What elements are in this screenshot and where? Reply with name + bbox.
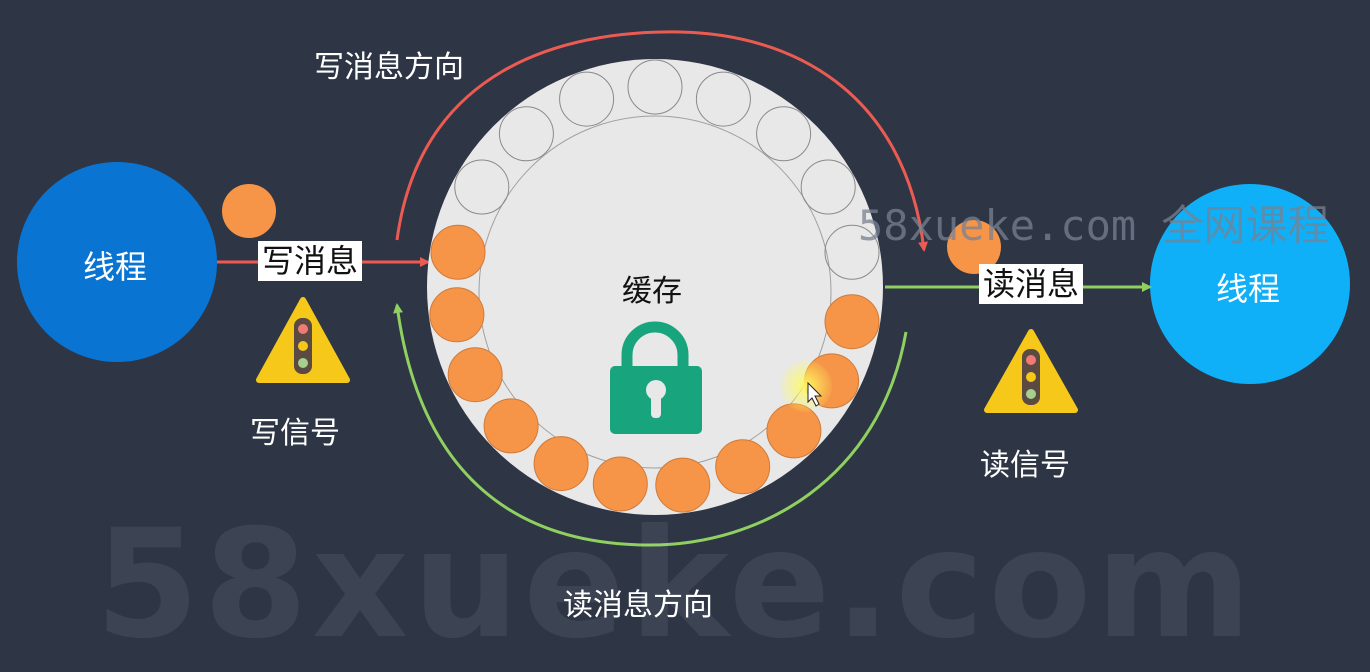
read-message-label: 读消息	[979, 264, 1084, 304]
cache-inner-ring	[478, 115, 832, 469]
ring-slot-filled	[429, 287, 485, 343]
watermark-small: 58xueke.com 全网课程	[858, 201, 1330, 250]
ring-slot-filled	[592, 456, 648, 512]
ring-slot-empty	[824, 224, 880, 280]
ring-slot-filled	[430, 224, 486, 280]
cache-disk	[427, 59, 883, 515]
cursor-pointer-icon	[780, 360, 832, 412]
ring-slot-filled	[483, 398, 539, 454]
read-direction-label: 读消息方向	[563, 588, 713, 623]
ring-slot-filled	[447, 347, 503, 403]
diagram-canvas	[17, 30, 1350, 547]
read-direction-arc	[393, 303, 908, 547]
read-signal-label: 读信号	[980, 448, 1070, 483]
cache-label: 缓存	[622, 274, 682, 309]
reader-thread-node	[1150, 184, 1350, 384]
reader-thread-label: 线程	[1216, 270, 1281, 308]
write-message-label: 写消息	[258, 241, 363, 281]
write-signal-icon	[256, 297, 350, 383]
ring-slot-empty	[800, 159, 856, 215]
ring-buffer-diagram: 58xueke.com 58xueke.com 全网课程 线程 线程 写消息 读…	[17, 30, 1350, 672]
ring-slot-empty	[695, 71, 751, 127]
writer-thread-node	[17, 162, 217, 362]
write-signal-label: 写信号	[250, 416, 340, 451]
read-signal-icon	[984, 329, 1078, 413]
read-message-dot	[947, 220, 1001, 274]
ring-slot-empty	[498, 106, 554, 162]
ring-slot-filled	[715, 439, 771, 495]
write-direction-label: 写消息方向	[314, 50, 464, 85]
write-direction-arc	[395, 30, 929, 252]
writer-thread-label: 线程	[83, 248, 148, 286]
lock-icon	[610, 321, 702, 434]
ring-slot-empty	[756, 106, 812, 162]
ring-slot-filled	[824, 294, 880, 350]
ring-slots	[429, 59, 880, 513]
write-message-dot	[222, 184, 276, 238]
ring-slot-filled	[533, 436, 589, 492]
ring-slot-filled	[766, 403, 822, 459]
ring-slot-empty	[559, 71, 615, 127]
ring-slot-filled	[655, 457, 711, 513]
ring-slot-empty	[454, 159, 510, 215]
ring-slot-empty	[627, 59, 683, 115]
